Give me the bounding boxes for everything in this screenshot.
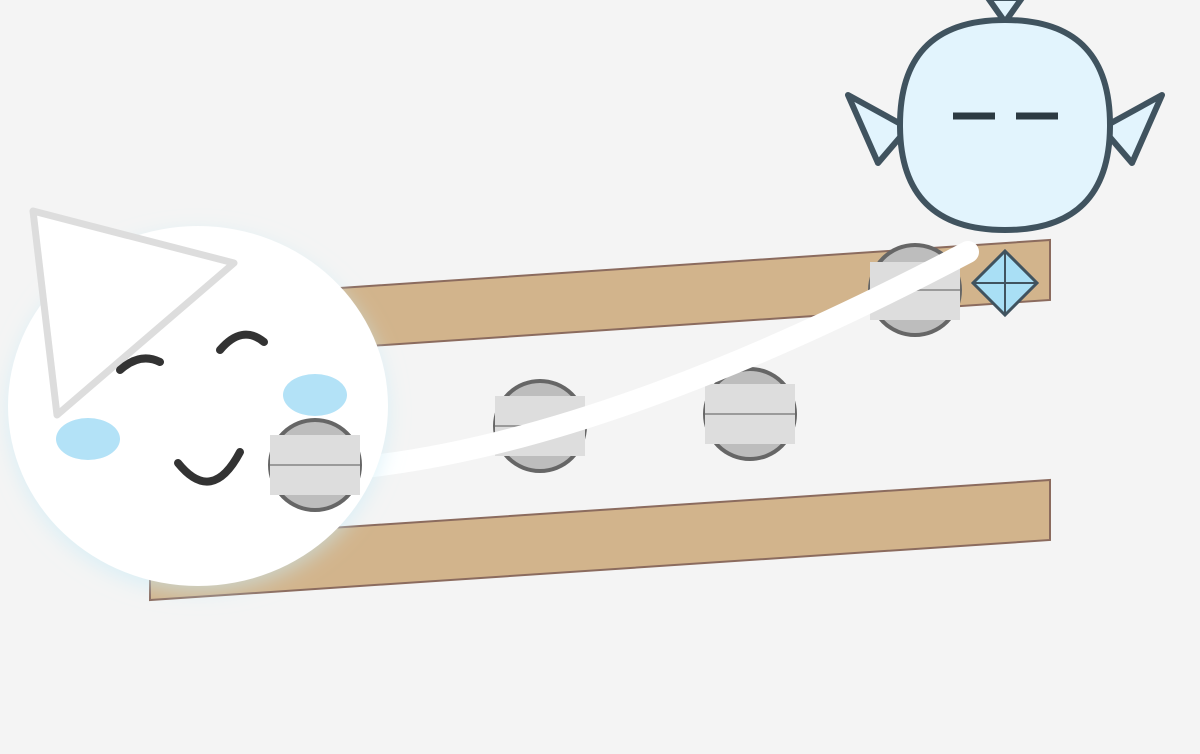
- left-eye: [116, 354, 164, 374]
- blob-left-horn: [845, 92, 911, 166]
- left-blush: [56, 418, 120, 460]
- right-blush: [283, 374, 347, 416]
- smile-mouth: [174, 448, 244, 486]
- slide-trail: [319, 241, 979, 481]
- blob-right-horn: [1099, 92, 1165, 166]
- diamond-gem-icon[interactable]: [970, 248, 1040, 318]
- blob-top-spike: [985, 0, 1025, 25]
- enemy-blob[interactable]: [845, 0, 1165, 234]
- party-hat-icon: [29, 207, 238, 419]
- bolt-middle-right[interactable]: [703, 367, 797, 461]
- blob-body: [896, 16, 1114, 234]
- bolt-left[interactable]: [268, 418, 362, 512]
- right-eye: [216, 330, 268, 354]
